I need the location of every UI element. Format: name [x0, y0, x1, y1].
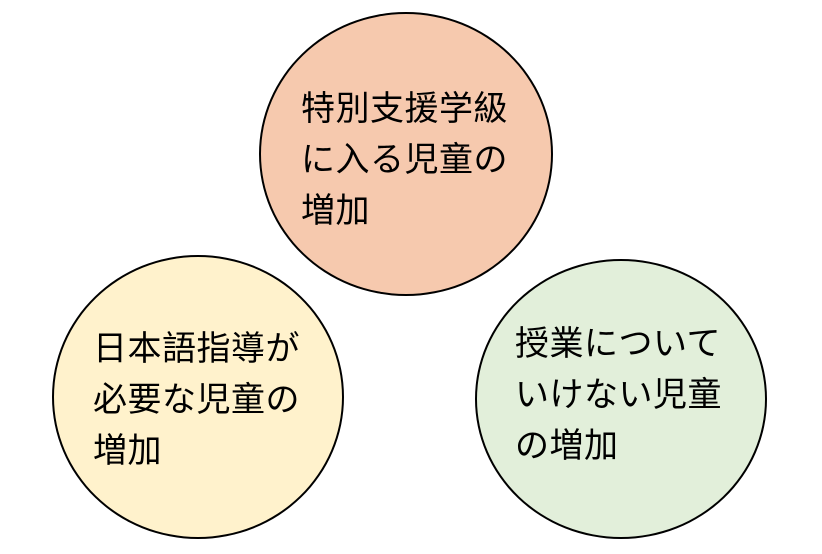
circle-special-support [259, 12, 553, 296]
circle-cannot-follow-class [475, 259, 767, 539]
label-special-support: 特別支援学級 に入る児童の 増加 [301, 89, 508, 231]
circle-japanese-instruction [52, 255, 344, 539]
label-japanese-instruction: 日本語指導が 必要な児童の 増加 [93, 329, 300, 471]
label-cannot-follow-class: 授業について いけない児童 の増加 [515, 324, 722, 466]
